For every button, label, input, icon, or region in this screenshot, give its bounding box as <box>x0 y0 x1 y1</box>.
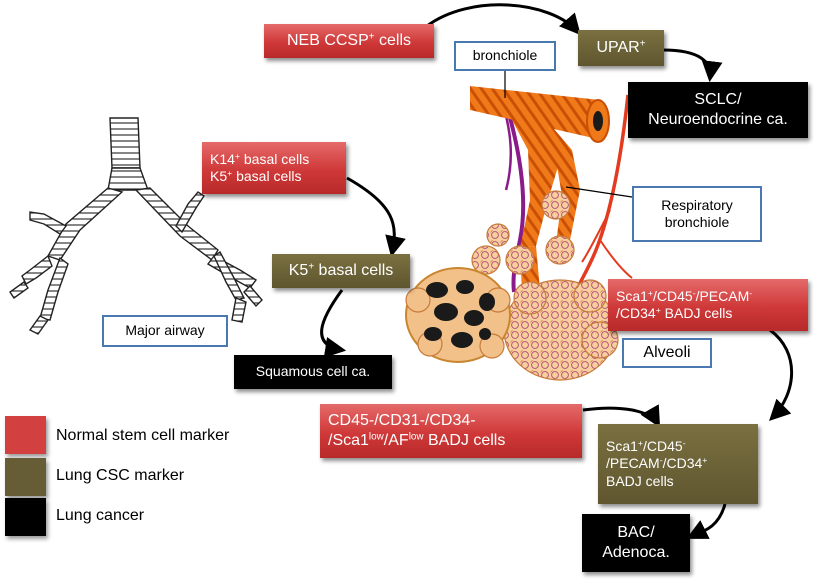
cd45-badj-label: CD45-/CD31-/CD34-/Sca1low/AFlow BADJ cel… <box>328 412 506 449</box>
neb-ccsp-cells-box: NEB CCSP+ cells <box>264 24 434 58</box>
upar-box: UPAR+ <box>578 30 664 66</box>
legend-swatch-csc <box>5 458 46 496</box>
k5-basal-cells-box: K5+ basal cells <box>272 254 410 288</box>
sca1-badj-normal-label: Sca1+/CD45-/PECAM-/CD34+ BADJ cells <box>616 287 753 322</box>
legend-label-normal: Normal stem cell marker <box>56 427 230 444</box>
legend-label-cancer: Lung cancer <box>56 507 145 524</box>
bac-adenoca-box: BAC/Adenoca. <box>582 514 690 572</box>
alveolar-air-spaces <box>424 280 495 348</box>
upar-label: UPAR+ <box>596 38 646 56</box>
neb-ccsp-cells-label: NEB CCSP+ cells <box>286 31 412 49</box>
arrows <box>320 3 793 539</box>
legend-swatch-normal <box>5 416 46 454</box>
legend-swatch-cancer <box>5 498 46 536</box>
bac-adenoca-label: BAC/Adenoca. <box>602 524 670 561</box>
sca1-badj-csc-label: Sca1+/CD45-/PECAM-/CD34+BADJ cells <box>606 437 708 489</box>
sca1-badj-normal-box: Sca1+/CD45-/PECAM-/CD34+ BADJ cells <box>608 279 808 331</box>
sca1-badj-csc-box: Sca1+/CD45-/PECAM-/CD34+BADJ cells <box>598 424 758 504</box>
airway-tree-drawing <box>9 117 263 335</box>
sclc-box: SCLC/Neuroendocrine ca. <box>628 82 808 138</box>
squamous-cell-label: Squamous cell ca. <box>255 363 371 380</box>
legend-label-csc: Lung CSC marker <box>56 467 185 484</box>
pointer-lines <box>504 70 633 198</box>
major-airway-box: Major airway <box>102 315 228 347</box>
major-airway-label: Major airway <box>125 322 205 339</box>
k5-basal-cells-label: K5+ basal cells <box>288 261 394 279</box>
squamous-cell-box: Squamous cell ca. <box>234 355 392 389</box>
bronchiole-label: bronchiole <box>472 47 538 64</box>
alveoli-box: Alveoli <box>622 338 712 368</box>
alveoli-label: Alveoli <box>643 344 691 361</box>
bronchiole-box: bronchiole <box>454 41 556 71</box>
cd45-badj-box: CD45-/CD31-/CD34-/Sca1low/AFlow BADJ cel… <box>320 404 582 458</box>
sclc-label: SCLC/Neuroendocrine ca. <box>648 91 788 128</box>
